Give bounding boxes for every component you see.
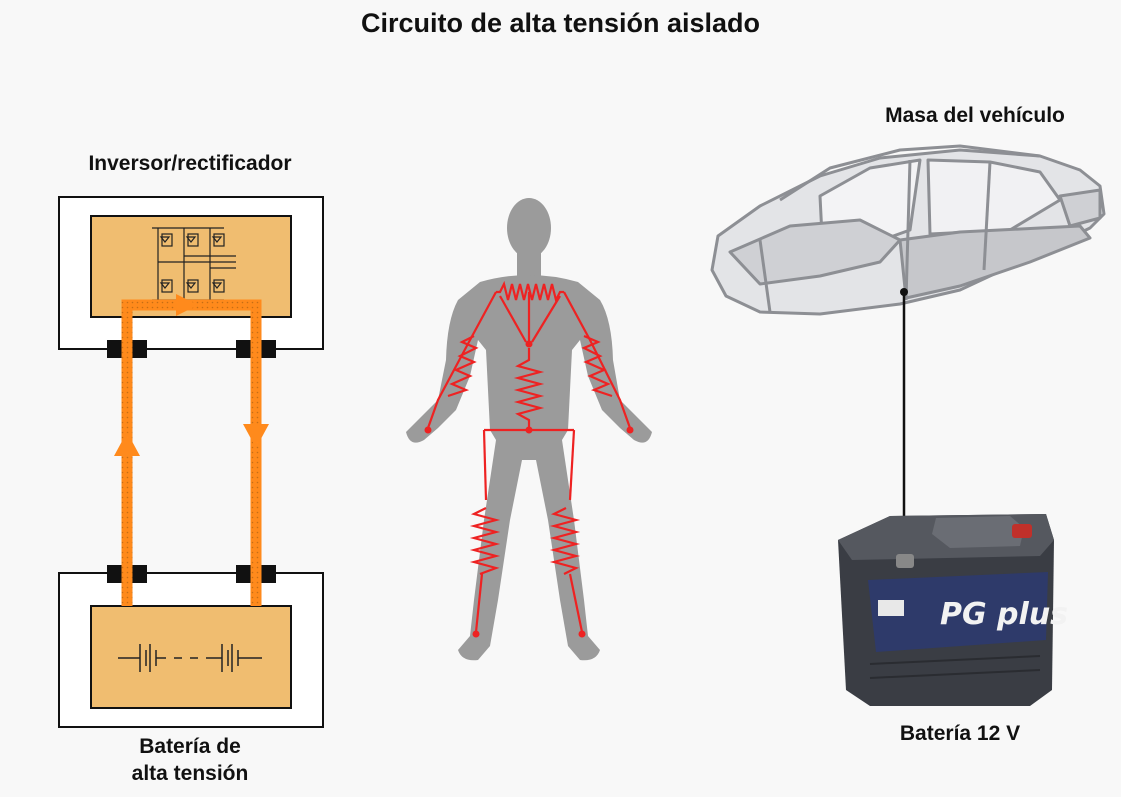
positive-terminal xyxy=(1012,524,1032,538)
vehicle-body-frame xyxy=(710,144,1106,316)
hv-battery-body xyxy=(90,605,292,709)
ground-point xyxy=(900,288,908,296)
hv-battery-label-line2: alta tensión xyxy=(131,762,249,785)
arrow-right-icon xyxy=(176,294,198,316)
battery-brand-text: PG plus xyxy=(940,597,1068,632)
battery-12v-image: PG plus xyxy=(838,514,1068,706)
hv-battery-module xyxy=(58,565,324,728)
inverter-module xyxy=(58,196,324,358)
hv-battery-label: Batería de alta tensión xyxy=(90,733,290,787)
vehicle-ground-label: Masa del vehículo xyxy=(885,104,1065,127)
current-loop xyxy=(114,294,269,606)
battery-cells-icon xyxy=(118,644,262,672)
contact-points xyxy=(424,340,634,638)
negative-terminal xyxy=(896,554,914,568)
body-resistance-network xyxy=(426,280,632,633)
human-body-figure xyxy=(406,198,652,661)
inverter-label: Inversor/rectificador xyxy=(88,152,292,175)
diagram-title: Circuito de alta tensión aislado xyxy=(360,8,761,38)
hv-battery-label-line1: Batería de xyxy=(139,735,241,758)
battery-12v-label: Batería 12 V xyxy=(899,722,1021,745)
brand-logo-icon xyxy=(878,600,904,616)
arrow-down-icon xyxy=(243,424,269,448)
arrow-up-icon xyxy=(114,432,140,456)
